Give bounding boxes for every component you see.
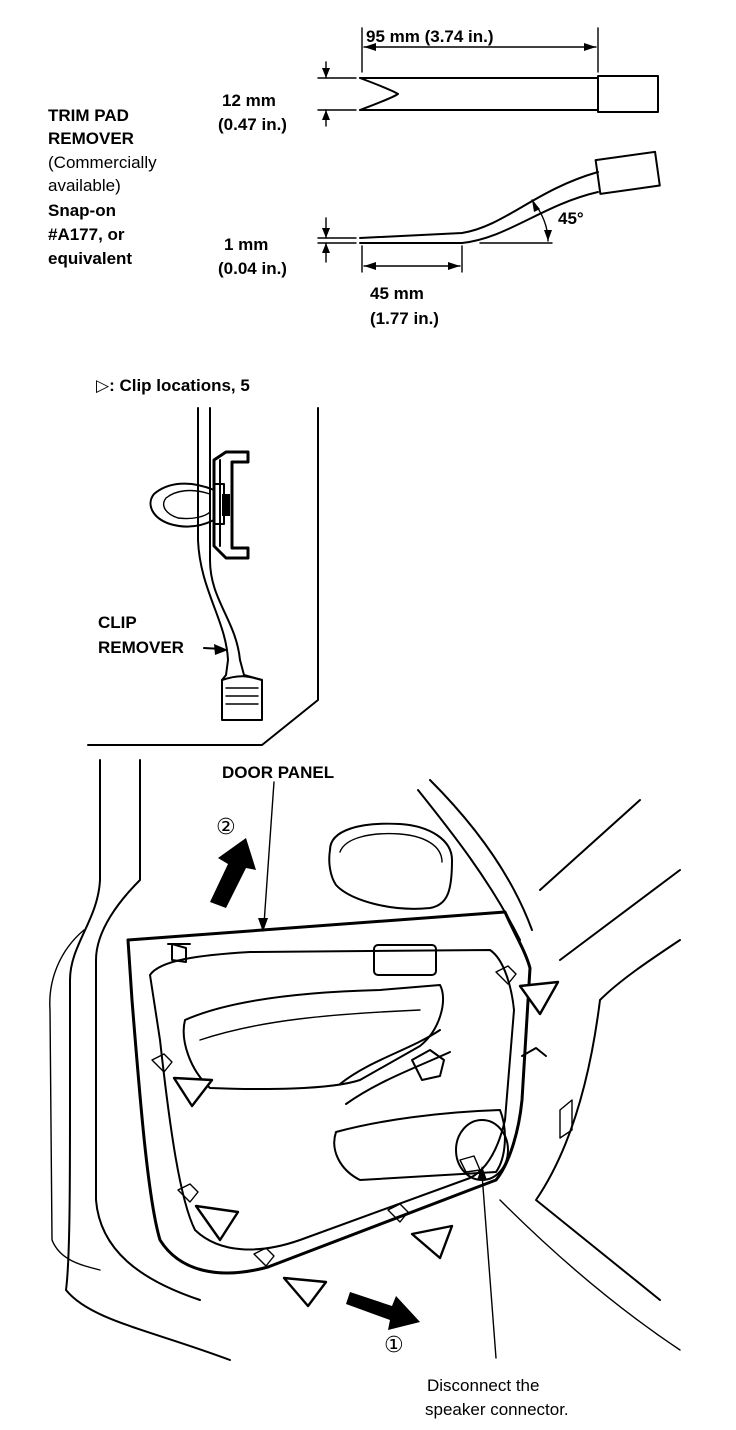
clip-remover-line2: REMOVER: [98, 638, 184, 657]
clip-legend: ▷: Clip locations, 5: [96, 376, 250, 395]
side-hook: [521, 1047, 547, 1057]
side-mirror: [328, 822, 453, 910]
door-sheet-metal: [212, 450, 250, 560]
tool-part-line2: #A177, or: [48, 225, 125, 244]
pull-up-arrow: [210, 838, 256, 908]
tool-width-in: (0.47 in.): [218, 115, 287, 134]
step-1-marker: ①: [384, 1332, 404, 1357]
clip-location-marker: [172, 1076, 214, 1108]
clip-detail-illustration: [87, 407, 319, 746]
lower-pocket: [333, 1109, 506, 1181]
door-handle-screw: [411, 1049, 445, 1081]
door-illustration: [49, 759, 681, 1361]
door-panel-outline: [126, 910, 532, 1275]
clip-location-marker: [410, 1224, 454, 1260]
door-inner-contour: [149, 949, 515, 1251]
tool-handle-top: [597, 75, 659, 113]
tool-name-line1: TRIM PAD: [48, 106, 129, 125]
tool-note-line1: (Commercially: [48, 153, 157, 172]
tool-thickness-in: (0.04 in.): [218, 259, 287, 278]
clip-location-marker: [518, 980, 560, 1016]
tool-part-line1: Snap-on: [48, 201, 116, 220]
tool-handle-side: [594, 150, 661, 195]
speaker-note-line1: Disconnect the: [427, 1376, 539, 1395]
window-switch: [373, 944, 437, 976]
tool-thickness-mm: 1 mm: [224, 235, 268, 254]
tool-part-line3: equivalent: [48, 249, 132, 268]
tool-name-line2: REMOVER: [48, 129, 134, 148]
tool-bend-length-mm: 45 mm: [370, 284, 424, 303]
clip-location-marker: [282, 1276, 328, 1308]
tool-angle-label: 45°: [558, 209, 584, 228]
blade-bottom-edge: [359, 191, 599, 244]
detail-frame: [87, 407, 319, 746]
top-clip-post: [167, 943, 191, 963]
clip-location-marker: [194, 1204, 240, 1242]
dimension-lines: [317, 27, 599, 273]
window-frame: [417, 789, 521, 941]
tool-width-mm: 12 mm: [222, 91, 276, 110]
speaker-leader: [481, 1173, 497, 1359]
speaker-note-line2: speaker connector.: [425, 1400, 569, 1419]
tool-bend-length-in: (1.77 in.): [370, 309, 439, 328]
striker-plate: [559, 1099, 573, 1139]
door-panel-leader: [263, 781, 275, 925]
blade-top-edge: [359, 171, 599, 239]
trim-clip: [149, 482, 215, 528]
door-frame-left: [65, 759, 231, 1361]
pull-out-arrow: [346, 1292, 420, 1330]
door-panel-label: DOOR PANEL: [222, 763, 334, 782]
step-2-marker: ②: [216, 814, 236, 839]
armrest-pocket: [182, 984, 445, 1091]
trim-pad-remover-illustration: [359, 75, 661, 244]
clip-remover-line1: CLIP: [98, 613, 137, 632]
tool-note-line2: available): [48, 176, 121, 195]
tool-length-label: 95 mm (3.74 in.): [366, 27, 494, 46]
fork-notch: [359, 77, 399, 111]
